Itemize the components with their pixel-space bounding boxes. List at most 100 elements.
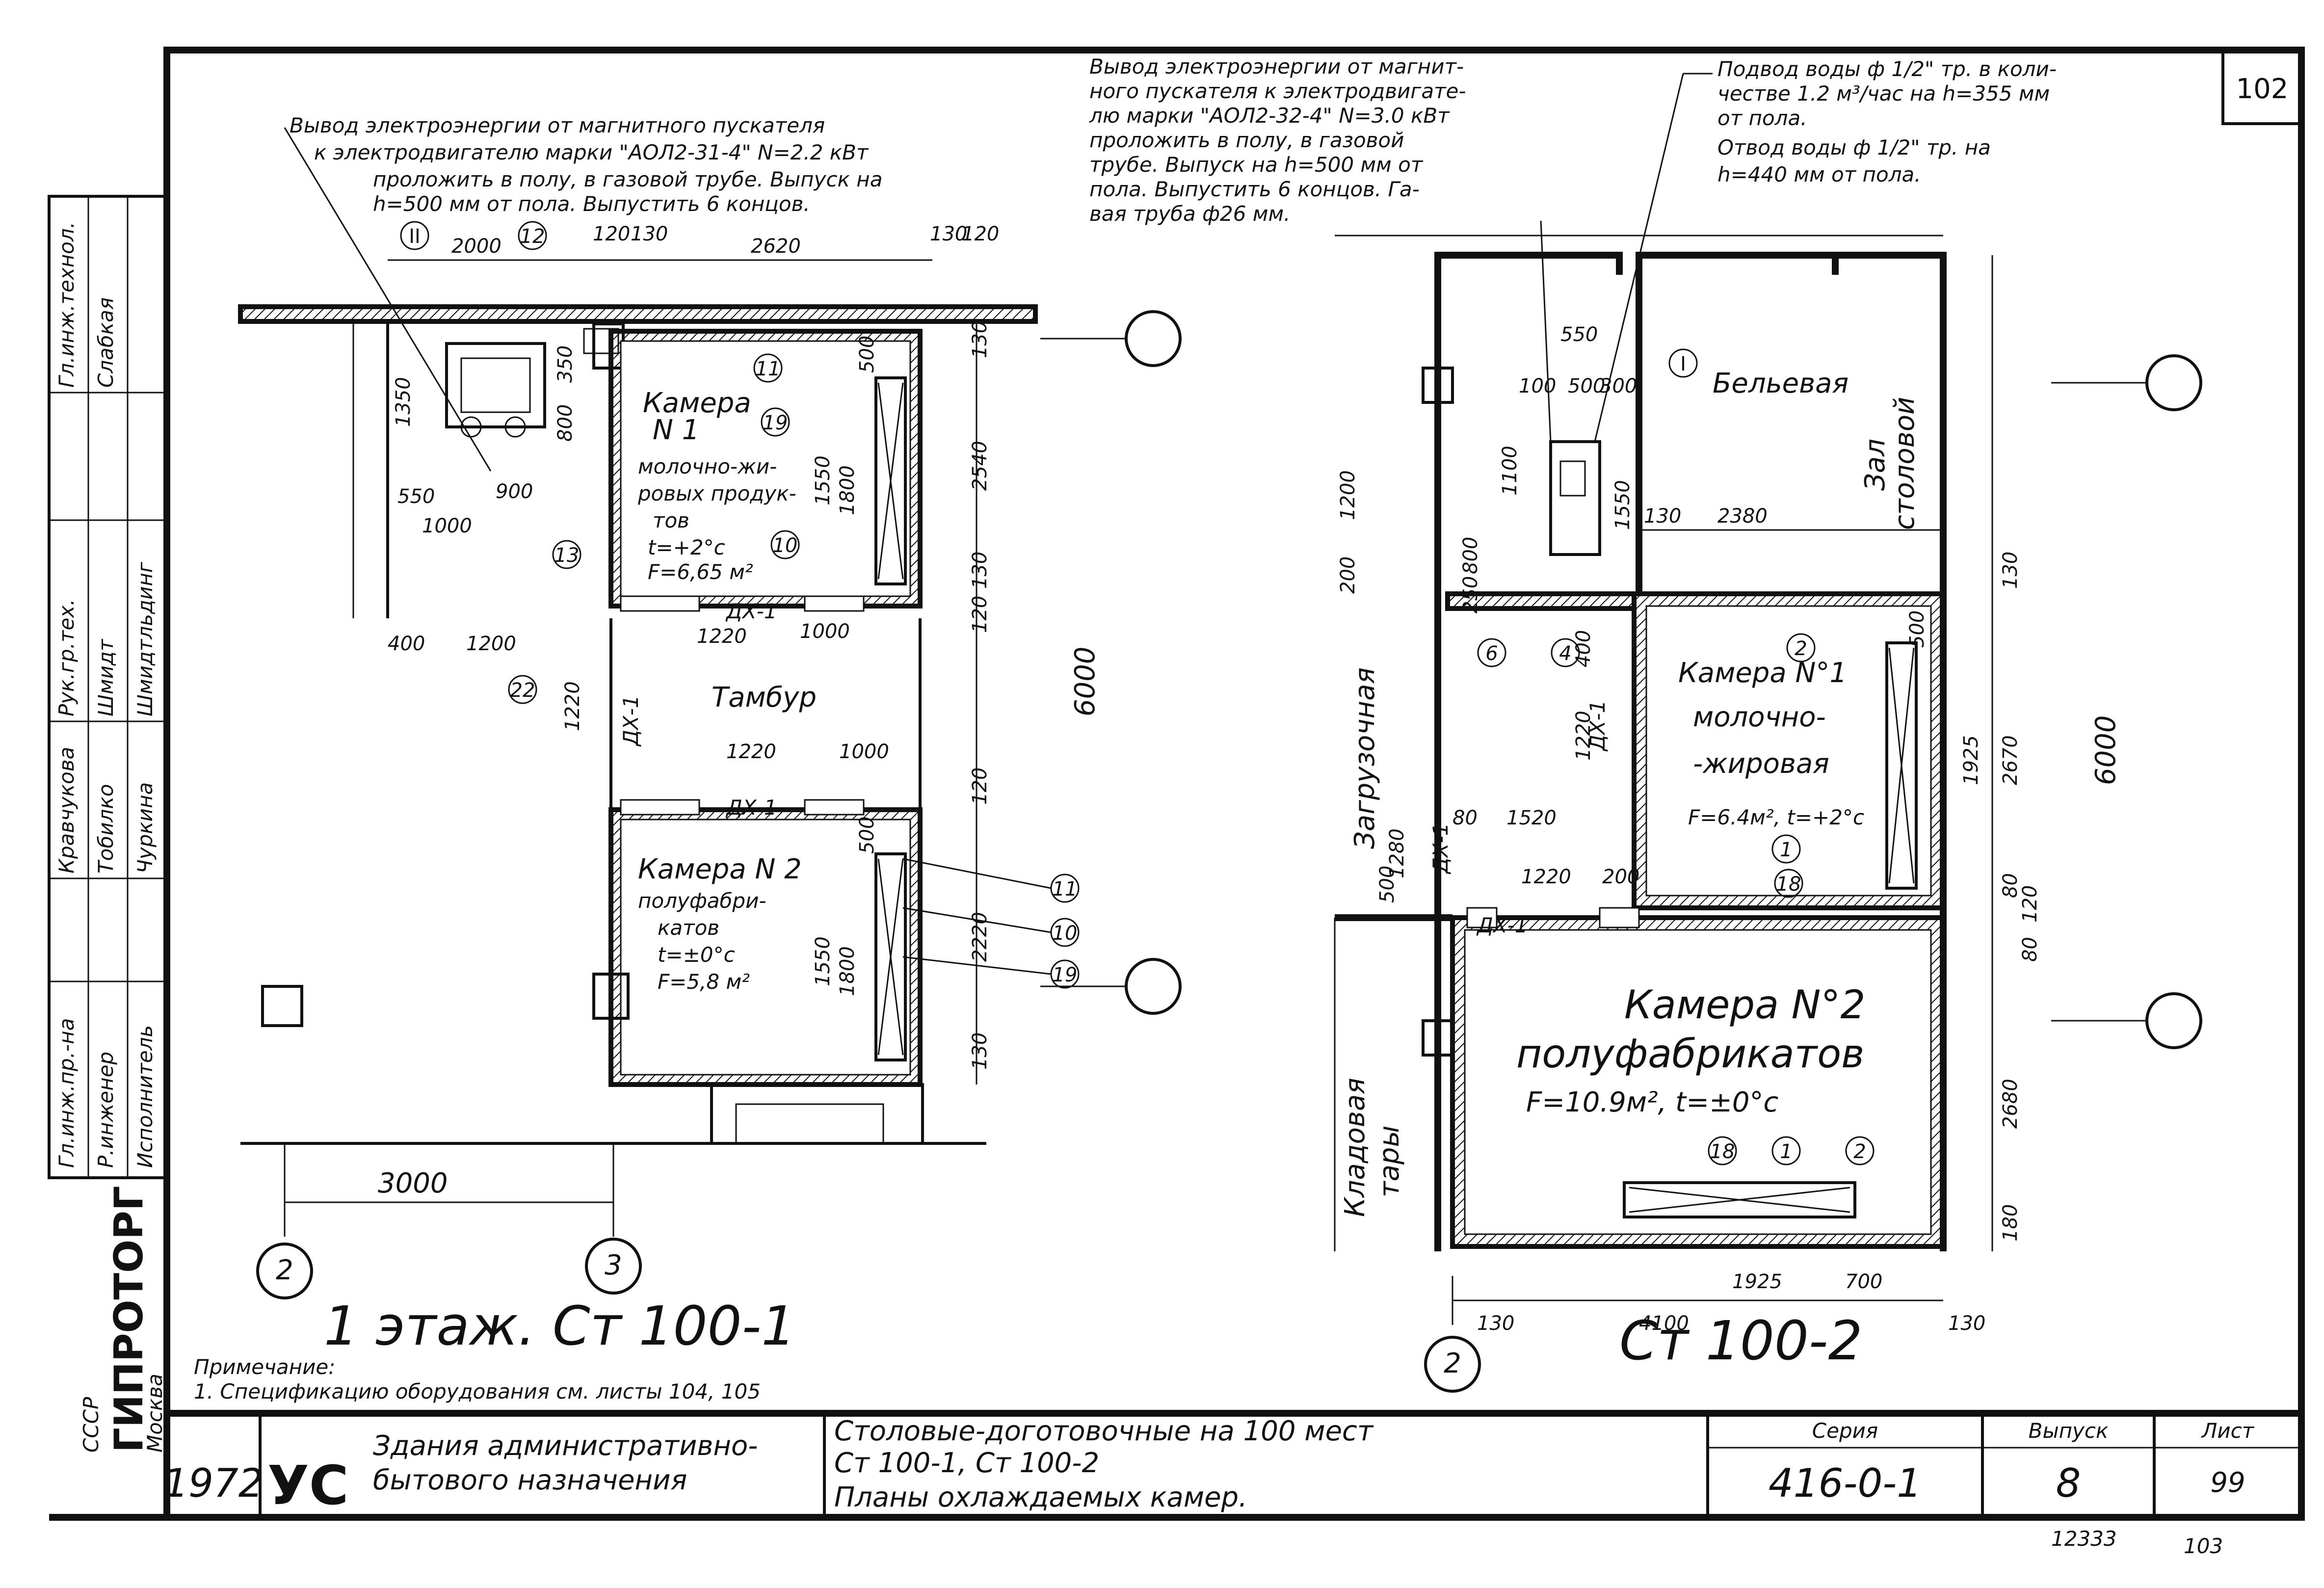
plan1-note-text: 1. Спецификацию оборудования см. листы 1… bbox=[194, 1379, 761, 1403]
p1-dim-1550b: 1550 bbox=[812, 936, 834, 986]
p2-chamber1-label-2: молочно- bbox=[1693, 701, 1826, 733]
title-category-1: Здания административно- bbox=[373, 1430, 758, 1462]
dining-label-1: Зал bbox=[1859, 439, 1891, 491]
plan1-note-4: h=500 мм от пола. Выпустить 6 концов. bbox=[373, 192, 810, 216]
p1-dim-900: 900 bbox=[496, 480, 533, 503]
p2-chamber2-label-2: полуфабрикатов bbox=[1516, 1031, 1864, 1077]
p2-dim-1220h: 1220 bbox=[1521, 866, 1571, 888]
p2-dim-1100: 1100 bbox=[1499, 446, 1521, 496]
chamber1-area: F=6,65 м² bbox=[648, 560, 753, 584]
plan1-axis-2: 2 bbox=[276, 1254, 293, 1286]
org-city: Москва bbox=[143, 1374, 167, 1453]
left-stamp-panel: Гл.инж.пр.-на Р.инженер Исполнитель Крав… bbox=[48, 195, 168, 1453]
p2-dim-130a: 130 bbox=[1644, 505, 1681, 528]
plan1-top-wall bbox=[238, 304, 1038, 324]
p1-dim-6000: 6000 bbox=[1069, 646, 1101, 716]
p2-dim-1550: 1550 bbox=[1611, 480, 1634, 530]
p2-marker-18a: 18 bbox=[1776, 873, 1801, 896]
p1-dim-1220b: 1220 bbox=[726, 741, 776, 763]
plan2-note-r4: Отвод воды ф 1/2" тр. на bbox=[1717, 135, 1991, 159]
plan2-note-r5: h=440 мм от пола. bbox=[1717, 162, 1921, 186]
page-code: 103 bbox=[2184, 1534, 2223, 1558]
plan1-door-label-3: ДХ-1 bbox=[619, 695, 643, 747]
p1-dim-120a: 120 bbox=[593, 223, 630, 245]
p2-dim-1200: 1200 bbox=[1337, 470, 1359, 520]
plan1-note-label: Примечание: bbox=[194, 1355, 335, 1379]
p1-dim-3000: 3000 bbox=[378, 1167, 448, 1199]
p1-dim-2620: 2620 bbox=[751, 235, 801, 258]
plan2-note-r1: Подвод воды ф 1/2" тр. в коли- bbox=[1717, 57, 2057, 81]
plan1-grid-axes: 2 3 bbox=[256, 310, 1182, 1299]
plan1-title: 1 этаж. Ст 100-1 bbox=[324, 1295, 795, 1357]
stamp-name-3: Чуркина bbox=[133, 782, 157, 873]
chamber2-area: F=5,8 м² bbox=[658, 970, 750, 994]
p2-dim-120: 120 bbox=[2019, 885, 2041, 923]
storage-label-2: тары bbox=[1373, 1125, 1405, 1197]
p2-dim-180: 180 bbox=[1999, 1204, 2022, 1242]
loading-room-label: Загрузочная bbox=[1349, 667, 1381, 849]
p2-dim-200: 200 bbox=[1337, 556, 1359, 594]
plan2-note-l5: трубе. Выпуск на h=500 мм от bbox=[1089, 153, 1424, 177]
marker-22: 22 bbox=[510, 679, 535, 702]
p2-chamber1-label-1: Камера N°1 bbox=[1678, 657, 1847, 689]
p2-dim-130c: 130 bbox=[1477, 1312, 1514, 1335]
linen-equipment bbox=[1549, 440, 1601, 556]
chamber2-label-2: полуфабри- bbox=[638, 889, 766, 913]
stamp-role-4: Рук.гр.тех. bbox=[54, 599, 79, 717]
p2-marker-6: 6 bbox=[1485, 642, 1498, 665]
plan1-note-3: проложить в полу, в газовой трубе. Выпус… bbox=[373, 167, 882, 191]
stamp-name-4: Шмидт bbox=[94, 638, 118, 716]
title-category-2: бытового назначения bbox=[373, 1464, 687, 1496]
chamber2-label-1: Камера N 2 bbox=[638, 853, 802, 885]
linen-room-label: Бельевая bbox=[1713, 368, 1849, 399]
p1-dim-1000b: 1000 bbox=[800, 620, 850, 643]
chamber1-label-1: Камера bbox=[643, 387, 751, 419]
p2-chamber1-label-3: -жировая bbox=[1693, 748, 1829, 780]
chamber2-temp: t=±0°c bbox=[658, 943, 735, 967]
plan1-door-label-1: ДХ-1 bbox=[725, 599, 777, 623]
p1-dim-120d: 120 bbox=[969, 768, 991, 805]
chamber2-label-3: катов bbox=[658, 916, 719, 940]
sheet-value: 99 bbox=[2210, 1467, 2245, 1499]
p1-dim-130a: 130 bbox=[631, 223, 668, 245]
marker-II: II bbox=[409, 225, 421, 248]
p2-chamber2-params: F=10.9м², t=±0°c bbox=[1526, 1086, 1779, 1118]
p1-dim-120b: 120 bbox=[962, 223, 999, 245]
chamber1-cooler bbox=[874, 376, 907, 585]
sheet-label: Лист bbox=[2201, 1419, 2255, 1443]
plan2-note-r3: от пола. bbox=[1717, 106, 1807, 130]
marker-19b: 19 bbox=[1053, 964, 1078, 986]
p2-marker-1a: 1 bbox=[1780, 839, 1792, 861]
stamp-name-1: Кравчукова bbox=[54, 747, 79, 873]
p2-dim-1280: 1280 bbox=[1386, 828, 1408, 878]
plan1-door-label-2: ДХ-1 bbox=[725, 795, 777, 820]
p2-dim-1520: 1520 bbox=[1506, 807, 1557, 829]
marker-11b: 11 bbox=[1053, 878, 1078, 900]
p1-dim-2540: 2540 bbox=[969, 441, 991, 491]
issue-label: Выпуск bbox=[2029, 1419, 2109, 1443]
p2-dim-2670: 2670 bbox=[1999, 735, 2022, 785]
plan2-note-l6: пола. Выпустить 6 концов. Га- bbox=[1089, 177, 1420, 201]
plan2-note-l2: ного пускателя к электродвигате- bbox=[1089, 79, 1466, 103]
plan2-note-l4: проложить в полу, в газовой bbox=[1089, 128, 1404, 152]
p1-dim-1800b: 1800 bbox=[836, 946, 859, 996]
p2-dim-250: 250 bbox=[1459, 576, 1482, 613]
p2-door-label-1: ДХ-1 bbox=[1476, 913, 1528, 937]
p1-dim-800: 800 bbox=[554, 404, 577, 442]
p2-dim-2380: 2380 bbox=[1717, 505, 1768, 528]
chamber1-label-2: N 1 bbox=[653, 414, 699, 446]
p1-dim-1220v: 1220 bbox=[561, 681, 584, 731]
sheet-corner-box bbox=[2221, 49, 2303, 125]
p2-marker-2a: 2 bbox=[1795, 637, 1807, 660]
p2-dim-1220v: 1220 bbox=[1572, 711, 1595, 761]
p2-dim-1925h: 1925 bbox=[1732, 1270, 1782, 1293]
p1-dim-1550a: 1550 bbox=[812, 455, 834, 505]
plan1-note-leader bbox=[284, 127, 492, 472]
p2-dim-550: 550 bbox=[1560, 323, 1598, 346]
p1-dim-500b: 500 bbox=[856, 817, 878, 854]
p2-dim-800: 800 bbox=[1459, 537, 1482, 574]
p2-chamber2-label-1: Камера N°2 bbox=[1624, 982, 1865, 1028]
series-label: Серия bbox=[1812, 1419, 1878, 1443]
p1-dim-1800a: 1800 bbox=[836, 465, 859, 515]
archive-code: 12333 bbox=[2051, 1527, 2117, 1551]
